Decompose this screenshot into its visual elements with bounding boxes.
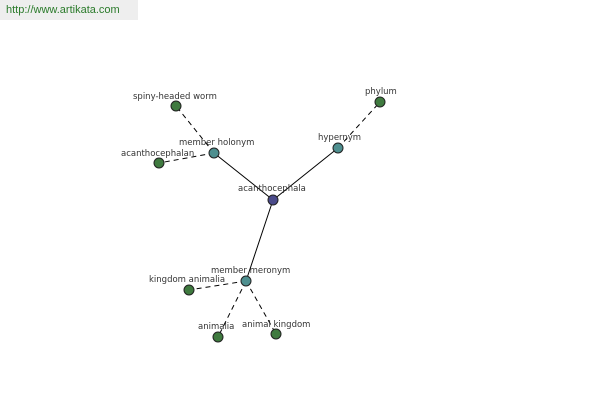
node-label-spiny-headed-worm[interactable]: spiny-headed worm	[133, 92, 217, 102]
edge-hypernym-to-phylum	[337, 101, 381, 149]
node-member-meronym[interactable]	[240, 275, 252, 287]
node-label-animal-kingdom[interactable]: animal kingdom	[242, 320, 310, 330]
node-label-hypernym[interactable]: hypernym	[318, 133, 361, 143]
edge-member-holonym-to-acanthocephalan	[158, 152, 215, 164]
node-member-holonym[interactable]	[208, 147, 220, 159]
node-spiny-headed-worm[interactable]	[170, 100, 182, 112]
edge-member-meronym-to-kingdom-animalia	[188, 280, 247, 291]
node-kingdom-animalia[interactable]	[183, 284, 195, 296]
node-label-kingdom-animalia[interactable]: kingdom animalia	[149, 275, 225, 285]
node-label-phylum[interactable]: phylum	[365, 87, 397, 97]
node-phylum[interactable]	[374, 96, 386, 108]
url-bar: http://www.artikata.com	[0, 0, 138, 20]
node-animalia[interactable]	[212, 331, 224, 343]
node-label-acanthocephala[interactable]: acanthocephala	[238, 184, 306, 194]
node-acanthocephala[interactable]	[267, 194, 279, 206]
node-acanthocephalan[interactable]	[153, 157, 165, 169]
edges-layer	[158, 101, 381, 338]
node-label-member-holonym[interactable]: member holonym	[179, 138, 254, 148]
edge-member-meronym-to-animal-kingdom	[245, 280, 277, 335]
edge-acanthocephala-to-hypernym	[272, 147, 339, 201]
node-label-acanthocephalan[interactable]: acanthocephalan	[121, 149, 194, 159]
node-label-animalia[interactable]: animalia	[198, 322, 234, 332]
node-label-member-meronym[interactable]: member meronym	[211, 266, 290, 276]
node-animal-kingdom[interactable]	[270, 328, 282, 340]
node-hypernym[interactable]	[332, 142, 344, 154]
site-url-link[interactable]: http://www.artikata.com	[6, 4, 120, 16]
edge-member-meronym-to-animalia	[217, 280, 247, 338]
edge-member-holonym-to-spiny-headed-worm	[175, 105, 215, 154]
edge-acanthocephala-to-member-holonym	[213, 152, 274, 201]
labels-layer: acanthocephala member holonym hypernym memb…	[121, 87, 397, 332]
edge-acanthocephala-to-member-meronym	[245, 199, 274, 282]
nodes-layer	[153, 96, 386, 343]
